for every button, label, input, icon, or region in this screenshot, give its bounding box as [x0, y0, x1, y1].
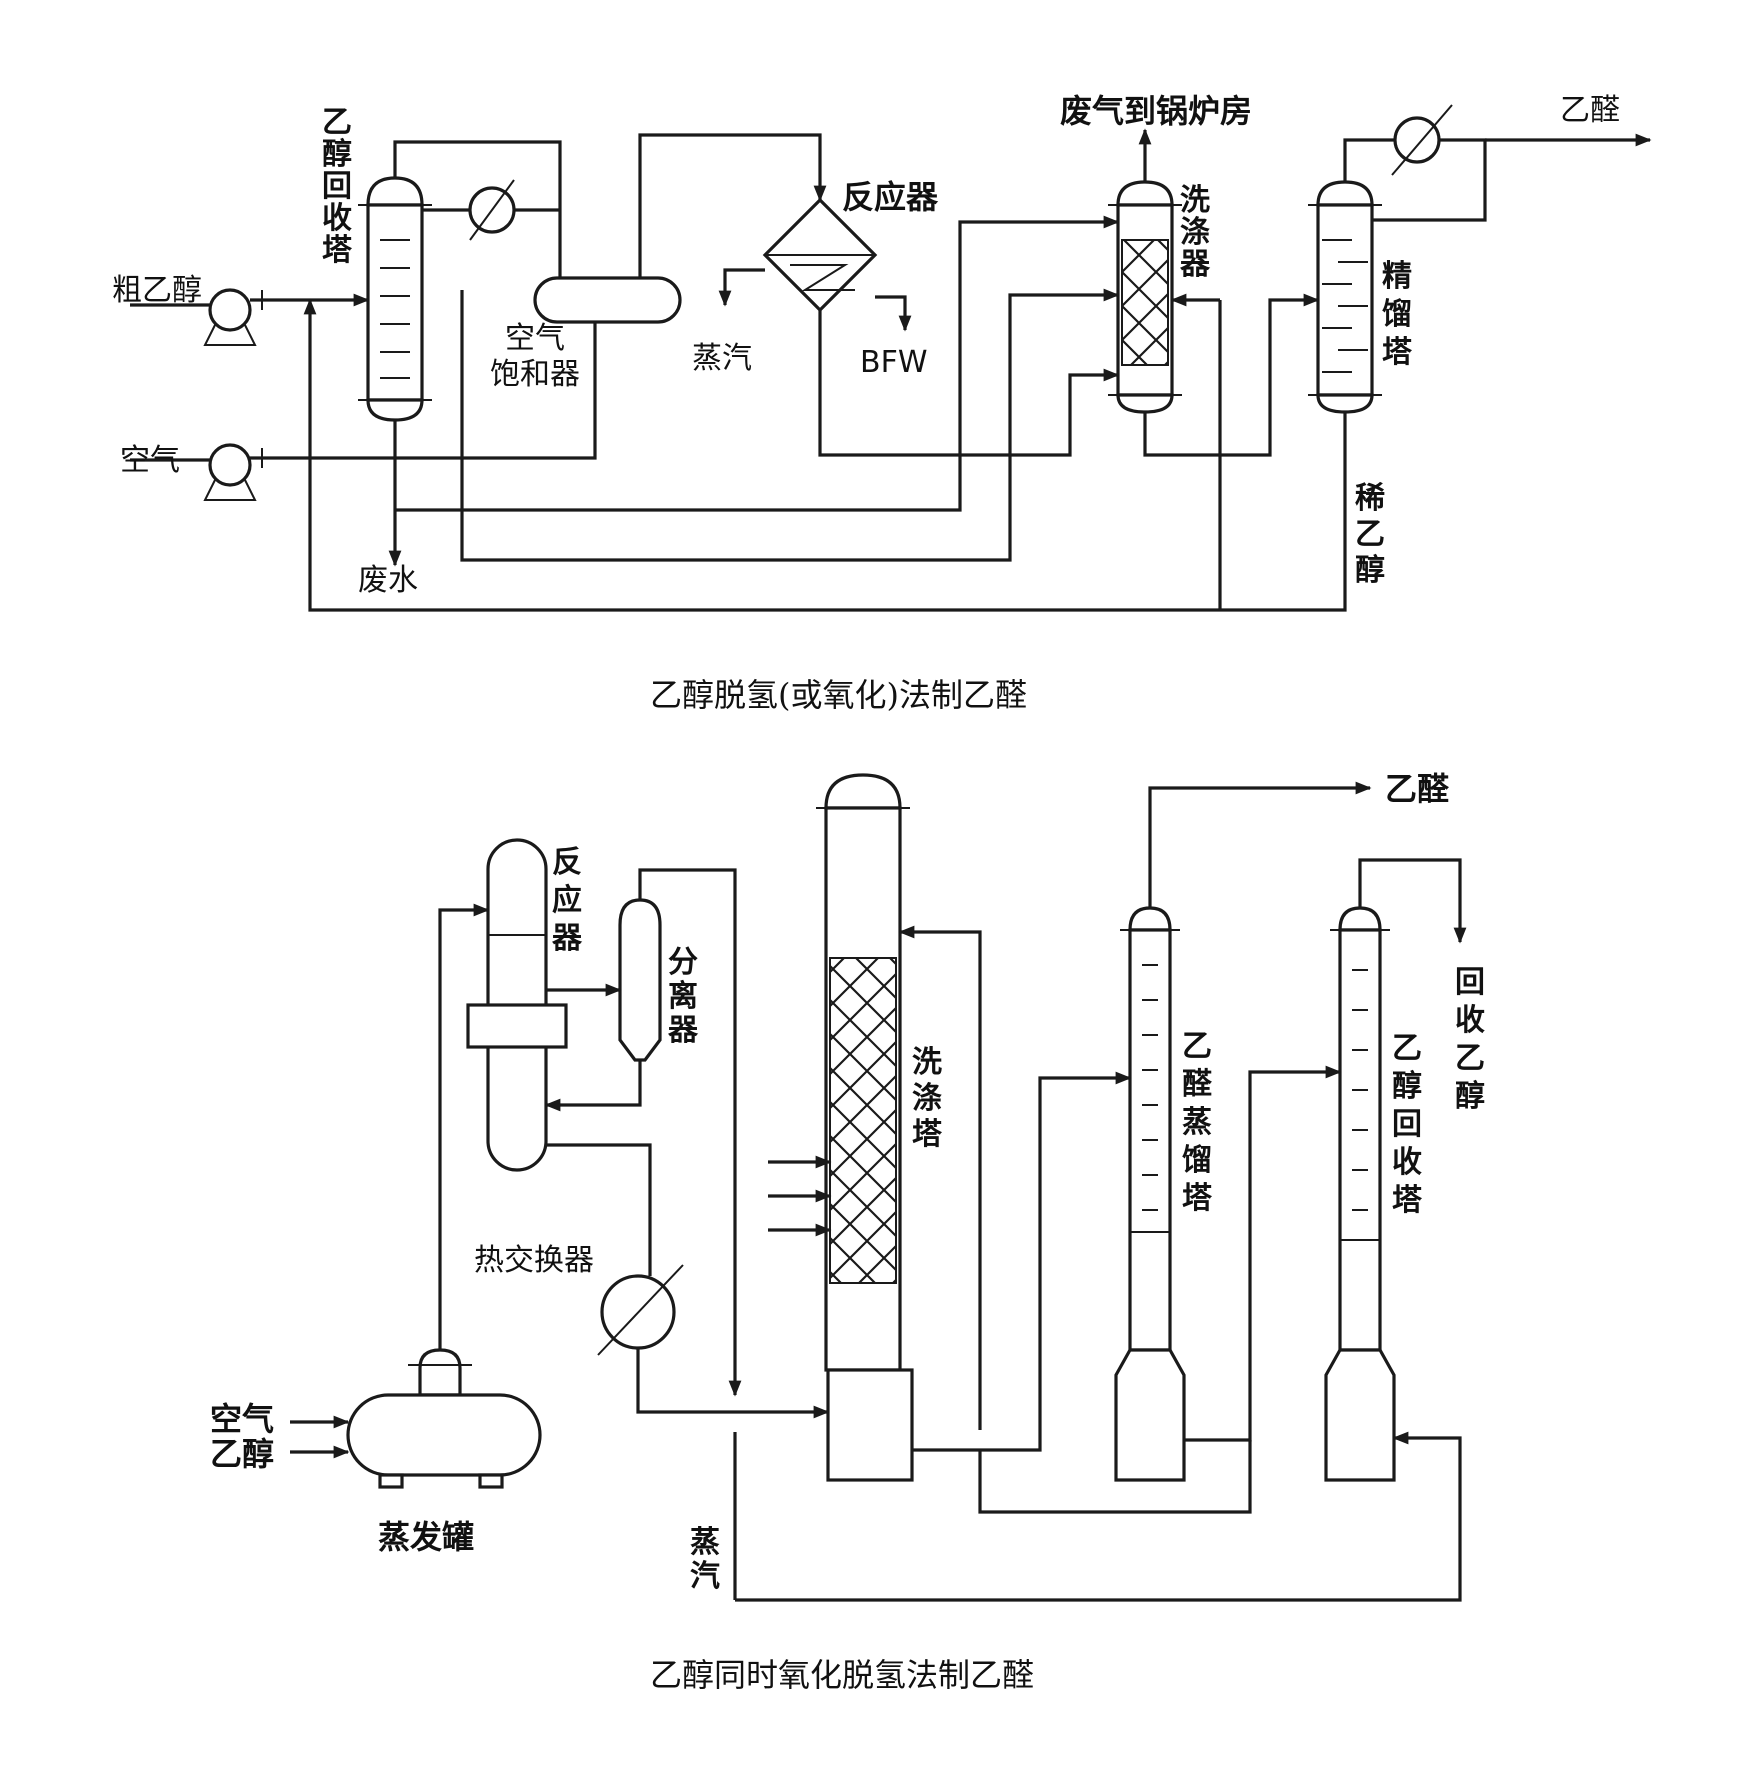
top-crude-pump	[203, 288, 257, 346]
bottom-label-separator: 分离器	[667, 945, 699, 1048]
top-label-scrubber: 洗涤器	[1179, 183, 1211, 282]
bottom-label-air: 空气	[210, 1400, 274, 1438]
top-air-pump	[203, 443, 257, 501]
top-label-offgas: 废气到锅炉房	[1060, 92, 1252, 130]
bottom-label-ethanol: 乙醇	[210, 1435, 274, 1473]
top-label-steam: 蒸汽	[692, 341, 752, 376]
top-label-reactor: 反应器	[842, 178, 939, 216]
top-label-waste-water: 废水	[358, 563, 418, 598]
top-rectifier	[1308, 180, 1382, 414]
bottom-label-steam: 蒸汽	[690, 1525, 720, 1594]
top-piping	[130, 128, 1652, 612]
top-label-crude-ethanol: 粗乙醇	[112, 273, 202, 308]
bottom-heat-exchanger	[597, 1264, 684, 1356]
top-scrubber-label-text: 洗涤器	[1179, 183, 1211, 282]
bottom-label-heat-exchanger: 热交换器	[474, 1243, 594, 1278]
bottom-label-reactor: 反应器	[551, 845, 583, 956]
bottom-label-product: 乙醛	[1385, 770, 1449, 808]
top-diagram: 乙醇回收塔 乙醇回收塔 粗乙醇 空气 空气 饱和器 反应器 蒸汽 BFW 废气到…	[112, 92, 1652, 714]
top-label-rectifier: 精馏塔	[1382, 259, 1413, 370]
bottom-evaporator	[346, 1348, 542, 1489]
bottom-acet-column	[1114, 906, 1186, 1482]
bottom-piping	[290, 781, 1467, 1602]
bottom-label-recovered-ethanol: 回收乙醇	[1455, 965, 1485, 1114]
top-reactor	[762, 197, 878, 313]
top-vertical-recovery-label: 乙醇回收塔	[322, 105, 353, 268]
bottom-scrub-tower-label-text: 洗涤塔	[912, 1045, 943, 1152]
top-scrubber	[1108, 180, 1182, 414]
top-dilute-ethanol-label-text: 稀乙醇	[1355, 481, 1385, 588]
top-label-product: 乙醛	[1560, 93, 1620, 128]
top-label-saturator-1: 空气	[505, 321, 565, 356]
top-air-saturator	[533, 276, 682, 324]
bottom-recovery-column	[1324, 906, 1396, 1482]
top-caption: 乙醇脱氢(或氧化)法制乙醛	[650, 676, 1027, 714]
bottom-label-acet-column: 乙醛蒸馏塔	[1182, 1029, 1213, 1216]
top-label-air: 空气	[120, 443, 180, 478]
top-recovery-column-label-text: 乙醇回收塔	[322, 105, 353, 268]
bottom-separator	[618, 898, 662, 1062]
bottom-label-scrub-tower: 洗涤塔	[912, 1045, 943, 1152]
bottom-reactor	[466, 838, 568, 1172]
bottom-reactor-label-text: 反应器	[551, 845, 583, 956]
bottom-label-evaporator: 蒸发罐	[378, 1518, 474, 1556]
top-label-saturator-2: 饱和器	[490, 357, 580, 392]
top-rectifier-label-text: 精馏塔	[1382, 259, 1413, 370]
bottom-scrub-tower	[816, 773, 914, 1482]
bottom-separator-label-text: 分离器	[667, 945, 699, 1048]
top-recovery-column	[358, 176, 432, 422]
top-label-dilute-ethanol: 稀乙醇	[1355, 481, 1385, 588]
top-condenser-1	[468, 179, 516, 241]
bottom-recovery-column-label-text: 乙醇回收塔	[1392, 1031, 1423, 1218]
bottom-recovered-ethanol-label-text: 回收乙醇	[1455, 965, 1485, 1114]
bottom-label-recovery-column: 乙醇回收塔	[1392, 1031, 1423, 1218]
bottom-acet-column-label-text: 乙醛蒸馏塔	[1182, 1029, 1213, 1216]
top-label-bfw: BFW	[860, 345, 928, 380]
bottom-steam-label-text: 蒸汽	[690, 1525, 720, 1594]
bottom-caption: 乙醇同时氧化脱氢法制乙醛	[650, 1656, 1034, 1694]
bottom-diagram: 反应器 分离器 热交换器 洗涤塔 乙醛蒸馏塔 乙醇回收塔 乙醛 回收乙醇 空气 …	[210, 770, 1485, 1694]
